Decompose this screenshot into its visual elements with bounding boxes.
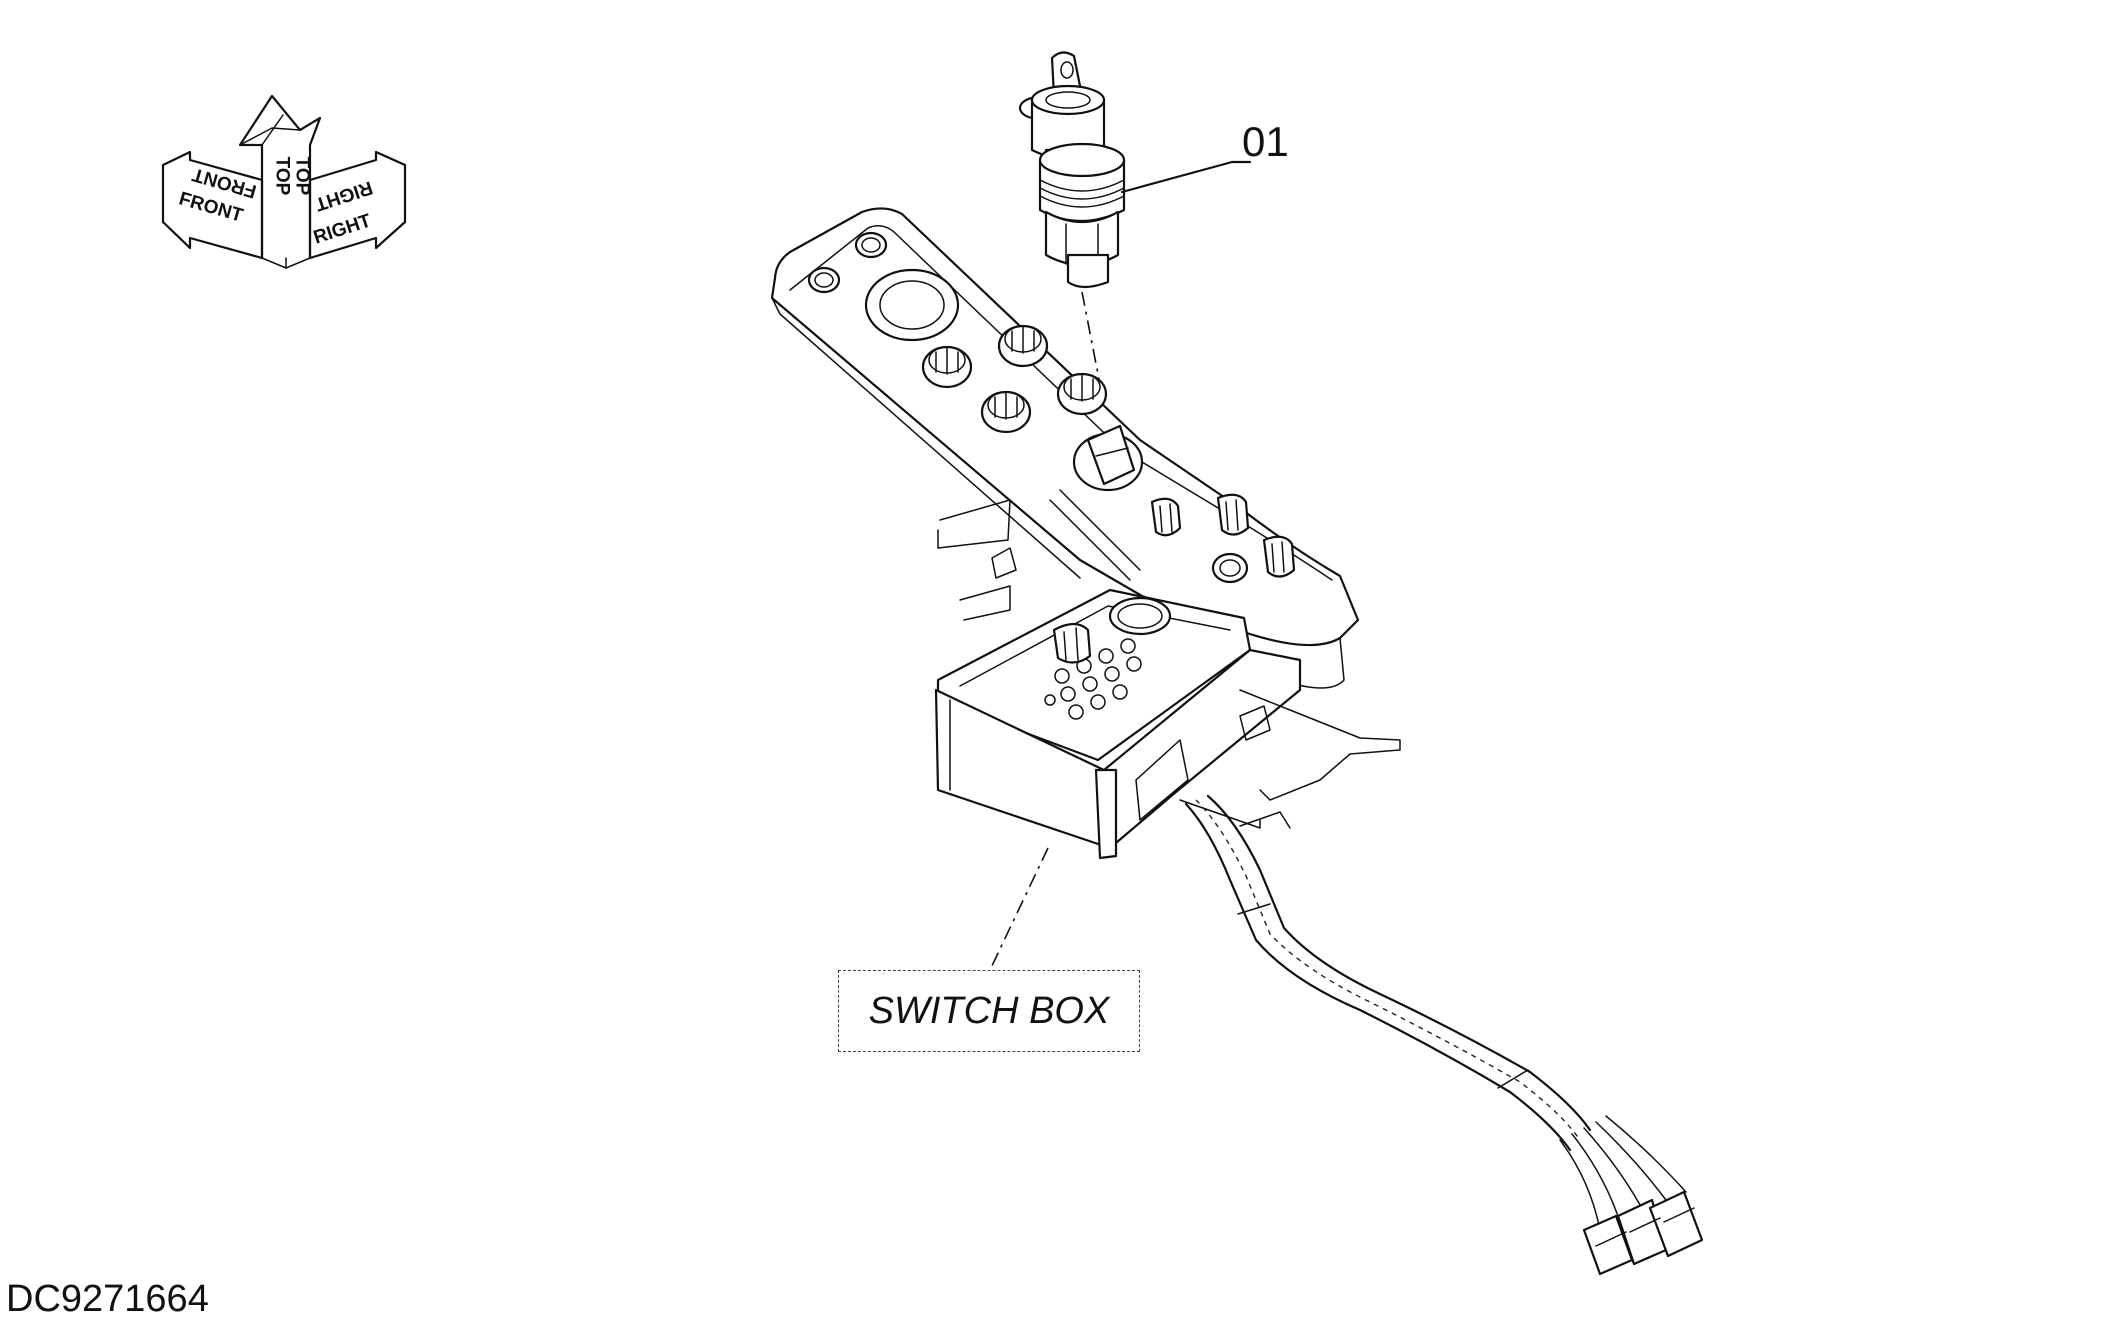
knob <box>980 390 1032 434</box>
wiring-harness <box>1184 794 1704 1276</box>
switch-box-label: SWITCH BOX <box>838 970 1140 1052</box>
switch-box-housing <box>934 489 1401 860</box>
switch-box-leader <box>989 847 1049 971</box>
top-label: TOP <box>271 156 293 196</box>
knob <box>997 324 1049 368</box>
orientation-arrows <box>161 94 407 269</box>
knob <box>921 345 973 389</box>
part-callout-01: 01 <box>1242 118 1289 165</box>
rotary-selector-knob <box>1072 424 1144 492</box>
panel-knobs <box>921 324 1296 578</box>
drawing-number: DC9271664 <box>6 1278 209 1320</box>
top-label-mirrored: TOP <box>291 156 313 196</box>
knob <box>1056 372 1108 416</box>
ignition-key-switch <box>1018 51 1126 289</box>
knob <box>1150 497 1182 537</box>
callout-leader-01 <box>1120 160 1252 194</box>
knob <box>1262 535 1296 578</box>
switch-box-label-text: SWITCH BOX <box>868 989 1110 1032</box>
switch-panel-top-plate <box>770 207 1360 689</box>
knob <box>1216 493 1250 536</box>
